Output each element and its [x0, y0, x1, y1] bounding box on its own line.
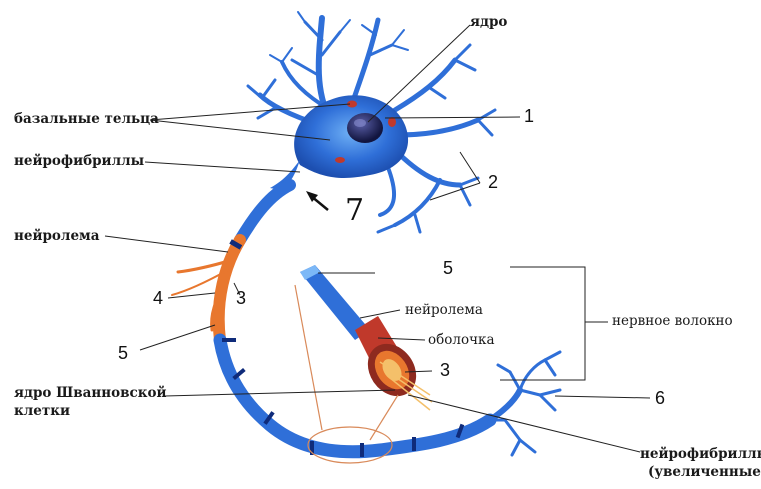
number-3-right: 3 — [440, 360, 450, 380]
label-neurofibrils: нейрофибриллы — [14, 153, 144, 169]
nucleus-shape — [347, 113, 383, 143]
label-nerve-fiber: нервное волокно — [612, 313, 733, 329]
number-2: 2 — [488, 172, 498, 192]
label-neurolemma-right: нейролема — [405, 302, 483, 318]
label-schwann-nucleus-1: ядро Шванновской — [14, 385, 167, 401]
label-nucleus: ядро — [470, 14, 507, 30]
leader-lines — [105, 25, 650, 452]
basal-body-3 — [335, 157, 345, 163]
nodes-of-ranvier — [222, 239, 464, 457]
magnified-fiber — [300, 265, 432, 410]
number-5-left: 5 — [118, 343, 128, 363]
label-schwann-nucleus-2: клетки — [14, 403, 70, 419]
number-3-left: 3 — [236, 288, 246, 308]
basal-body-2 — [388, 117, 396, 127]
axon-terminals — [490, 352, 560, 455]
label-neurofibrils-magnified-1: нейрофибриллы — [640, 446, 761, 462]
label-basal-bodies: базальные тельца — [14, 111, 159, 127]
label-neurolemma-left: нейролема — [14, 228, 100, 244]
number-7: 7 — [345, 196, 364, 226]
number-5-top: 5 — [443, 258, 453, 278]
label-sheath: оболочка — [428, 332, 495, 348]
arrow-7 — [306, 191, 328, 210]
number-4: 4 — [153, 288, 163, 308]
number-1: 1 — [524, 106, 534, 126]
number-6: 6 — [655, 388, 665, 408]
label-neurofibrils-magnified-2: (увеличенные) — [648, 464, 761, 480]
